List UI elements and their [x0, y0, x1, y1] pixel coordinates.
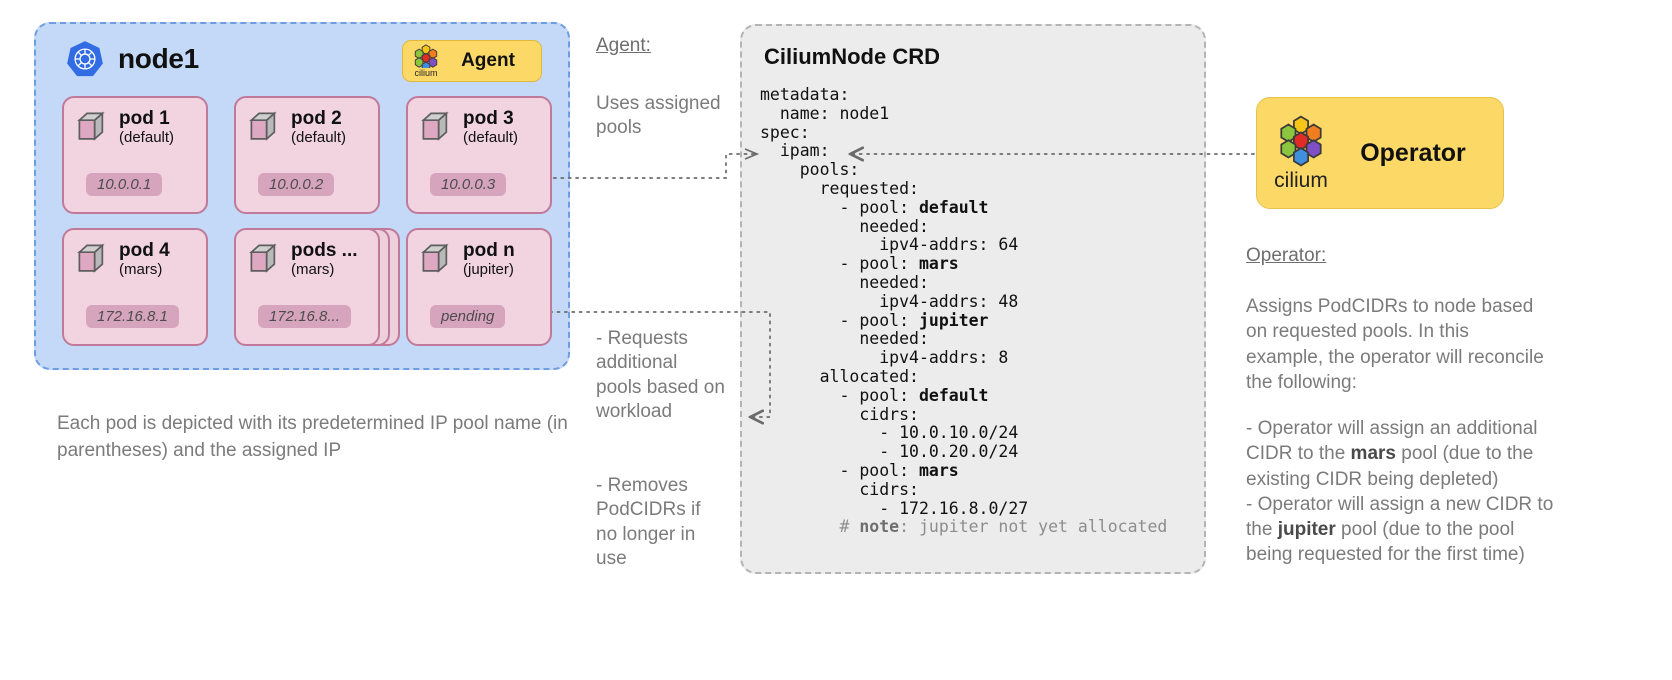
yaml-line: name: node1 [760, 103, 890, 123]
operator-bullet-list: - Operator will assign an additional CID… [1246, 416, 1558, 568]
pod-header: pod 4 (mars) [76, 240, 170, 279]
cilium-wordmark: cilium [1274, 169, 1328, 192]
pod-slot: pod n (jupiter) pending [406, 228, 552, 346]
pod-labels: pods ... (mars) [291, 240, 358, 279]
pod-pool: (default) [119, 129, 175, 147]
pod-cube-icon [249, 243, 277, 273]
yaml-line: cidrs: [760, 404, 919, 424]
pod-ip-chip: 10.0.0.1 [86, 173, 163, 196]
pod-header: pod 1 (default) [76, 108, 174, 147]
yaml-line: cidrs: [760, 479, 919, 499]
pod-header: pod 2 (default) [248, 108, 346, 147]
pod-pool: (default) [291, 129, 347, 147]
operator-notes-title: Operator: [1246, 245, 1327, 266]
pod-labels: pod n (jupiter) [463, 240, 515, 279]
pod-cube-icon [249, 111, 277, 141]
yaml-line: - 10.0.20.0/24 [760, 442, 1019, 462]
pod-pool: (mars) [119, 261, 163, 279]
pod-labels: pod 3 (default) [463, 108, 518, 147]
agent-note-uses: Uses assigned pools [596, 93, 721, 139]
pod-pool: (mars) [291, 261, 335, 279]
pod-cube-icon [421, 243, 449, 273]
pod-slot: pod 1 (default) 10.0.0.1 [62, 96, 208, 214]
yaml-line: requested: [760, 178, 919, 198]
pod-ip-chip: 172.16.8.1 [86, 305, 179, 328]
pod-labels: pod 4 (mars) [119, 240, 170, 279]
yaml-line: needed: [760, 272, 929, 292]
operator-label: Operator [1360, 138, 1466, 167]
yaml-line: - 10.0.10.0/24 [760, 423, 1019, 443]
pod-header: pod n (jupiter) [420, 240, 515, 279]
yaml-line: - pool: mars [760, 254, 959, 274]
yaml-line: - pool: mars [760, 460, 959, 480]
yaml-line: - 172.16.8.0/27 [760, 498, 1029, 518]
pod-name: pod 1 [119, 108, 170, 129]
pod-ip-chip: pending [430, 305, 506, 328]
pod-card[interactable]: pods ... (mars) 172.16.8... [234, 228, 380, 346]
pod-pool: (jupiter) [463, 261, 514, 279]
pod-pool: (default) [463, 129, 519, 147]
agent-label: Agent [461, 50, 515, 71]
agent-note-requests: - Requests additional pools based on wor… [596, 328, 725, 422]
node-title: node1 [118, 43, 199, 74]
node-header: node1 [66, 40, 199, 78]
yaml-line: metadata: [760, 85, 850, 104]
pod-cube-icon [77, 111, 105, 141]
yaml-line: pools: [760, 160, 860, 180]
pod-labels: pod 1 (default) [119, 108, 174, 147]
pod-slot: pod 3 (default) 10.0.0.3 [406, 96, 552, 214]
node-container: node1 cilium Agent [34, 22, 570, 370]
pod-card[interactable]: pod 4 (mars) 172.16.8.1 [62, 228, 208, 346]
pods-row-2: pod 4 (mars) 172.16.8.1 [62, 228, 552, 346]
pod-ip-chip: 10.0.0.2 [258, 173, 335, 196]
yaml-line: - pool: jupiter [760, 310, 989, 330]
yaml-line: needed: [760, 329, 929, 349]
pod-labels: pod 2 (default) [291, 108, 346, 147]
pod-header: pods ... (mars) [248, 240, 358, 279]
agent-note-removes: - Removes PodCIDRs if no longer in use [596, 475, 701, 569]
kubernetes-icon [67, 41, 103, 77]
pod-card[interactable]: pod n (jupiter) pending [406, 228, 552, 346]
pod-slot: pod 4 (mars) 172.16.8.1 [62, 228, 208, 346]
yaml-line: - pool: default [760, 197, 989, 217]
yaml-line: ipv4-addrs: 48 [760, 291, 1019, 311]
operator-paragraph: Assigns PodCIDRs to node based on reques… [1246, 296, 1544, 393]
node-caption: Each pod is depicted with its predetermi… [57, 413, 568, 461]
yaml-line: - pool: default [760, 385, 989, 405]
yaml-line: # note: jupiter not yet allocated [760, 517, 1168, 537]
operator-bullet: - Operator will assign a new CIDR to the… [1246, 493, 1554, 566]
pod-slot: pod 2 (default) 10.0.0.2 [234, 96, 380, 214]
pod-name: pod 3 [463, 108, 514, 129]
pod-name: pod 4 [119, 240, 170, 261]
cilium-logo-icon: cilium [413, 44, 439, 78]
pod-card[interactable]: pod 2 (default) 10.0.0.2 [234, 96, 380, 214]
pods-row-1: pod 1 (default) 10.0.0.1 [62, 96, 552, 214]
yaml-line: ipam: [760, 141, 830, 161]
pod-ip-chip: 172.16.8... [258, 305, 351, 328]
cilium-logo-icon: cilium [1273, 115, 1329, 191]
pod-cube-icon [77, 243, 105, 273]
pod-slot-stacked: pods ... (mars) 172.16.8... [234, 228, 400, 346]
agent-notes-title: Agent: [596, 35, 651, 56]
cilium-wordmark: cilium [414, 68, 438, 78]
pod-name: pod n [463, 240, 515, 261]
pod-card[interactable]: pod 1 (default) 10.0.0.1 [62, 96, 208, 214]
yaml-line: ipv4-addrs: 64 [760, 235, 1019, 255]
yaml-line: ipv4-addrs: 8 [760, 348, 1009, 368]
pod-ip-chip: 10.0.0.3 [430, 173, 507, 196]
pod-name: pod 2 [291, 108, 342, 129]
pod-name: pods ... [291, 240, 358, 261]
operator-box[interactable]: cilium Operator [1256, 97, 1504, 209]
pod-card[interactable]: pod 3 (default) 10.0.0.3 [406, 96, 552, 214]
yaml-line: spec: [760, 122, 810, 142]
agent-badge[interactable]: cilium Agent [402, 40, 542, 82]
operator-bullet: - Operator will assign an additional CID… [1246, 418, 1538, 490]
pod-header: pod 3 (default) [420, 108, 518, 147]
pod-cube-icon [421, 111, 449, 141]
yaml-line: needed: [760, 216, 929, 236]
yaml-line: allocated: [760, 366, 919, 386]
crd-title: CiliumNode CRD [764, 44, 940, 69]
